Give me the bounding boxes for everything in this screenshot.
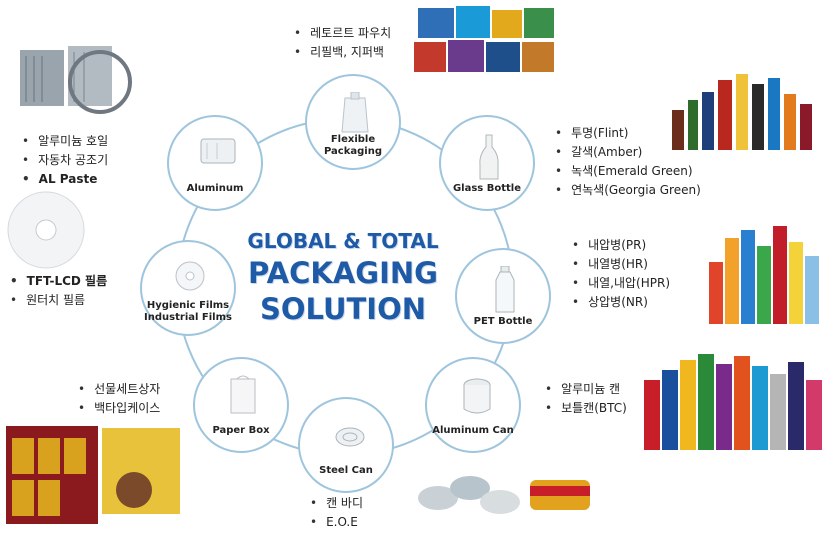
pouch-products-image (414, 6, 554, 72)
gift-box-image (6, 426, 180, 524)
list-item: 원터치 필름 (10, 291, 107, 310)
node-label: Glass Bottle (452, 183, 522, 194)
node-glass-bottle: Glass Bottle (439, 115, 535, 211)
steel-can-icon (335, 427, 365, 447)
list-item: TFT-LCD 필름 (10, 272, 107, 291)
list-paper: 선물세트상자 백타입케이스 (78, 380, 160, 418)
node-label: PET Bottle (473, 316, 533, 327)
film-roll-image (7, 191, 85, 269)
pet-bottles-image (709, 226, 819, 324)
list-item: 내열병(HR) (572, 255, 670, 274)
center-title-line2: PACKAGING (248, 256, 438, 290)
list-item: 내압병(PR) (572, 236, 670, 255)
node-steel-can: Steel Can (298, 397, 394, 493)
list-item: 캔 바디 (310, 494, 363, 513)
list-item: 상압병(NR) (572, 293, 670, 312)
list-item: 투명(Flint) (555, 124, 701, 143)
glass-bottles-image (672, 74, 812, 150)
list-can: 알루미늄 캔 보틀캔(BTC) (545, 380, 627, 418)
pet-bottle-icon (495, 266, 515, 313)
node-label: Hygienic Films Industrial Films (144, 300, 232, 323)
list-item: 백타입케이스 (78, 399, 160, 418)
glass-bottle-icon (479, 134, 499, 180)
node-hygienic-films: Hygienic Films Industrial Films (140, 240, 236, 336)
center-title-line1: GLOBAL & TOTAL (247, 229, 439, 253)
list-item: 알루미늄 호일 (22, 132, 108, 151)
list-item: 알루미늄 캔 (545, 380, 627, 399)
node-aluminum-can: Aluminum Can (425, 357, 521, 453)
list-item: 리필백, 지퍼백 (294, 43, 391, 62)
node-paper-box: Paper Box (193, 357, 289, 453)
node-label: Flexible Packaging (324, 134, 382, 157)
list-item: 녹색(Emerald Green) (555, 162, 701, 181)
node-label: Paper Box (212, 425, 270, 436)
center-title-line3: SOLUTION (259, 292, 427, 326)
list-item: 보틀캔(BTC) (545, 399, 627, 418)
node-label: Steel Can (319, 465, 373, 476)
film-roll-icon (175, 261, 205, 291)
pouch-icon (341, 92, 369, 133)
list-glass: 투명(Flint) 갈색(Amber) 녹색(Emerald Green) 연녹… (555, 124, 701, 200)
list-films: TFT-LCD 필름 원터치 필름 (10, 272, 107, 310)
list-item: 갈색(Amber) (555, 143, 701, 162)
list-flexible: 레토르트 파우치 리필백, 지퍼백 (294, 24, 391, 62)
list-pet: 내압병(PR) 내열병(HR) 내열,내압(HPR) 상압병(NR) (572, 236, 670, 312)
node-label: Aluminum (186, 183, 244, 194)
node-aluminum: Aluminum (167, 115, 263, 211)
aluminum-foil-icon (200, 138, 236, 164)
list-item: 레토르트 파우치 (294, 24, 391, 43)
aluminum-cans-image (644, 354, 822, 450)
steel-cans-image (418, 476, 590, 514)
list-item: 자동차 공조기 (22, 151, 108, 170)
list-item: E.O.E (310, 513, 363, 532)
list-aluminum: 알루미늄 호일 자동차 공조기 AL Paste (22, 132, 108, 189)
aluminum-can-icon (463, 378, 491, 414)
paper-box-icon (230, 375, 256, 414)
list-item: AL Paste (22, 170, 108, 189)
node-flexible-packaging: Flexible Packaging (305, 74, 401, 170)
list-item: 선물세트상자 (78, 380, 160, 399)
aluminum-parts-image (20, 46, 132, 114)
list-item: 내열,내압(HPR) (572, 274, 670, 293)
list-steel: 캔 바디 E.O.E (310, 494, 363, 532)
node-pet-bottle: PET Bottle (455, 248, 551, 344)
list-item: 연녹색(Georgia Green) (555, 181, 701, 200)
node-label: Aluminum Can (432, 425, 514, 436)
